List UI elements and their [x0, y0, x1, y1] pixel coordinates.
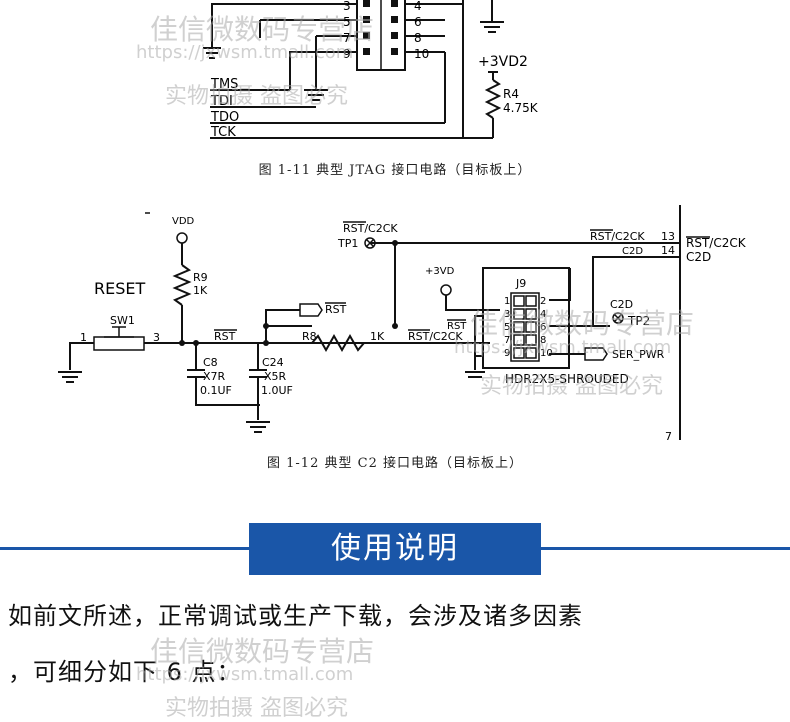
- c24-type: X5R: [264, 370, 287, 383]
- tp2-label: TP2: [627, 314, 650, 328]
- j9-rst-label: RST: [447, 321, 467, 332]
- c24-value: 1.0UF: [261, 384, 293, 397]
- r4-value: 4.75K: [503, 101, 539, 115]
- sw-pin3: 3: [153, 331, 160, 344]
- ground-icon: [304, 89, 328, 101]
- j9-pin-5: 5: [504, 322, 510, 333]
- r8-ref: R8: [302, 330, 317, 343]
- c24-ref: C24: [262, 356, 284, 369]
- jtag-pin-8: 8: [414, 31, 422, 45]
- signal-tms: TMS: [210, 77, 238, 92]
- ground-icon: [465, 371, 485, 378]
- jtag-pin-9: 9: [343, 47, 351, 61]
- j9-pin-3: 3: [504, 309, 510, 320]
- r9-value: 1K: [193, 284, 208, 297]
- mcu-c2d: C2D: [686, 250, 711, 264]
- rst-c2ck-net-label: RST/C2CK: [408, 330, 463, 343]
- paragraph-line-2: ，可细分如下 6 点：: [8, 658, 242, 686]
- figure-caption-jtag: 图 1-11 典型 JTAG 接口电路（目标板上）: [258, 163, 532, 178]
- c8-value: 0.1UF: [200, 384, 232, 397]
- ground-icon: [246, 421, 270, 433]
- j9-pin-7: 7: [504, 335, 510, 346]
- jtag-circuit: 3 4 5 6 7 8 9 10 T: [203, 0, 539, 140]
- j9-pin-6: 6: [540, 322, 546, 333]
- jtag-pin-3: 3: [343, 0, 351, 13]
- signal-tdi: TDI: [210, 94, 233, 109]
- tp2-net-label: C2D: [610, 298, 633, 311]
- mcu-rst-c2ck: RST/C2CK: [686, 236, 747, 250]
- r4-ref: R4: [503, 87, 519, 101]
- rst-net-label: RST: [214, 330, 236, 343]
- connector-j9: [482, 267, 570, 369]
- j9-pin-10: 10: [540, 348, 553, 359]
- schematic-figures: 3 4 5 6 7 8 9 10 T: [58, 0, 747, 443]
- jtag-pin-6: 6: [414, 15, 422, 29]
- signal-tdo: TDO: [210, 110, 239, 125]
- resistor-r8: [311, 333, 365, 353]
- figure-caption-c2: 图 1-12 典型 C2 接口电路（目标板上）: [267, 456, 523, 471]
- pin-14: 14: [661, 244, 675, 257]
- tp1-label: TP1: [337, 237, 358, 250]
- c2d-net-label: C2D: [622, 246, 643, 257]
- jtag-pin-10: 10: [414, 47, 429, 61]
- paragraph-line-1: 如前文所述，正常调试或生产下载，会涉及诸多因素: [8, 602, 583, 630]
- j9-pins: [513, 295, 537, 359]
- ground-icon: [203, 47, 221, 59]
- pin-7: 7: [665, 430, 672, 443]
- r8-value: 1K: [370, 330, 385, 343]
- j9-pin-4: 4: [540, 309, 546, 320]
- vdd3-label: +3VD: [425, 266, 455, 277]
- j9-pin-9: 9: [504, 348, 510, 359]
- sw-pin1: 1: [80, 331, 87, 344]
- jtag-pin-4: 4: [414, 0, 422, 13]
- c2-circuit: VDD R9 1K RESET SW1 1 3 RST: [58, 205, 747, 443]
- vdd-label: VDD: [172, 216, 195, 227]
- supply-3vd2: +3VD2: [478, 54, 528, 70]
- test-point-icon: [364, 237, 376, 249]
- j9-pin-1: 1: [504, 296, 510, 307]
- jtag-pin-5: 5: [343, 15, 351, 29]
- c8-type: X7R: [203, 370, 226, 383]
- switch-sw1: [93, 336, 145, 351]
- r9-ref: R9: [193, 271, 208, 284]
- ground-icon: [58, 371, 82, 383]
- pin-13: 13: [661, 230, 675, 243]
- header-part-label: HDR2X5-SHROUDED: [505, 372, 629, 386]
- watermark-notice: 实物拍摄 盗图必究: [165, 696, 348, 721]
- tp1-net-label: RST/C2CK: [343, 222, 398, 235]
- section-title: 使用说明: [249, 523, 541, 575]
- signal-tck: TCK: [210, 125, 236, 140]
- j9-label: J9: [515, 277, 526, 290]
- jtag-pin-7: 7: [343, 31, 351, 45]
- resistor-r4: [484, 79, 502, 119]
- bus-rst-c2ck-label: RST/C2CK: [590, 230, 645, 243]
- sw1-label: SW1: [110, 314, 135, 327]
- resistor-r9: [172, 264, 192, 306]
- rst-flag-label: RST: [325, 303, 347, 316]
- ser-pwr-label: SER_PWR: [612, 348, 665, 361]
- j9-pin-2: 2: [540, 296, 546, 307]
- reset-label: RESET: [94, 279, 145, 298]
- c8-ref: C8: [203, 356, 218, 369]
- test-point-icon: [612, 312, 624, 324]
- j9-pin-8: 8: [540, 335, 546, 346]
- ground-icon: [480, 21, 504, 33]
